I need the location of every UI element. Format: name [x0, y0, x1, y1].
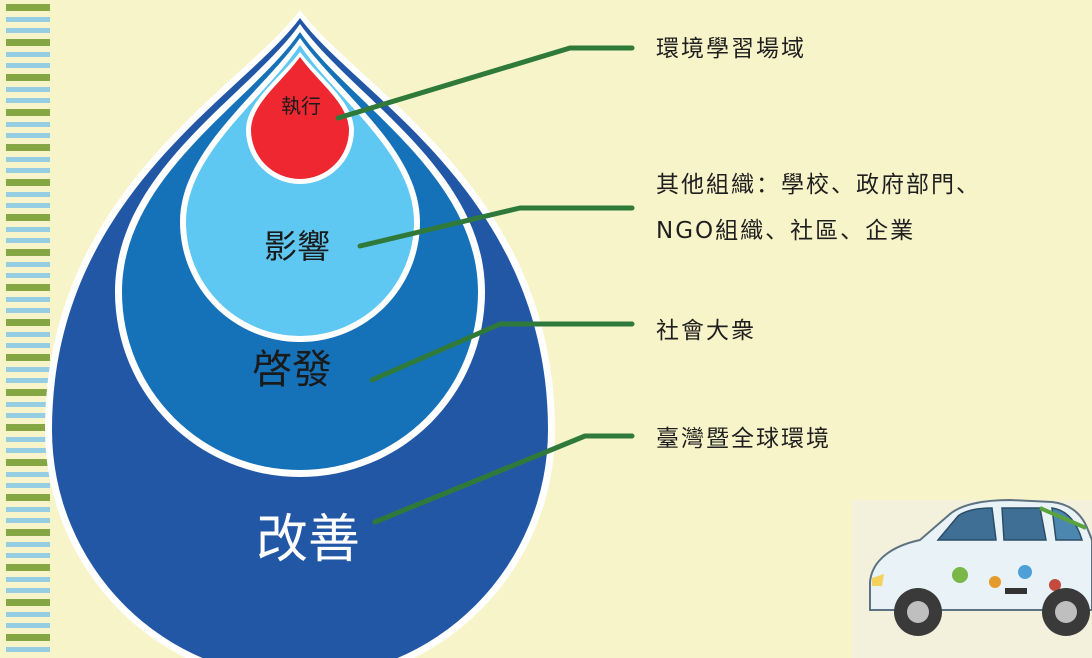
stripe — [6, 507, 50, 512]
car-illustration — [852, 498, 1092, 658]
level-label-improve: 改善 — [256, 510, 360, 570]
drop-execute — [246, 52, 354, 184]
level-label-inspire: 啓發 — [252, 347, 332, 393]
stripe — [6, 98, 50, 103]
stripe — [6, 308, 50, 313]
stripe — [6, 424, 50, 431]
stripe — [6, 402, 50, 407]
stripe — [6, 4, 50, 11]
stripe — [6, 634, 50, 641]
stripe — [6, 249, 50, 256]
drop-execute-shape — [251, 57, 349, 179]
description-execute: 環境學習場域 — [656, 36, 806, 62]
stripe — [6, 332, 50, 337]
stripe — [6, 238, 50, 243]
connector-influence — [357, 205, 635, 249]
stripe — [6, 179, 50, 186]
level-label-influence: 影響 — [264, 227, 330, 266]
stripe — [6, 647, 50, 652]
stripe — [6, 227, 50, 232]
stripe — [6, 577, 50, 582]
stripe — [6, 518, 50, 523]
stripe — [6, 612, 50, 617]
connector-execute — [335, 45, 635, 121]
description-improve: 臺灣暨全球環境 — [656, 426, 831, 452]
stripe — [6, 494, 50, 501]
stripe — [6, 343, 50, 348]
stripe — [6, 367, 50, 372]
stripe — [6, 564, 50, 571]
stripe — [6, 284, 50, 291]
stripe — [6, 63, 50, 68]
stripe — [6, 553, 50, 558]
stripe — [6, 74, 50, 81]
stripe — [6, 483, 50, 488]
stripe — [6, 168, 50, 173]
stripe — [6, 192, 50, 197]
description-influence-line1: 其他組織：學校、政府部門、 — [656, 172, 981, 198]
stripe — [6, 157, 50, 162]
drop-influence-shape — [186, 45, 414, 336]
stripe — [6, 413, 50, 418]
stripe — [6, 389, 50, 396]
connector-improve — [372, 433, 635, 525]
description-inspire: 社會大衆 — [656, 318, 756, 344]
stripe — [6, 354, 50, 361]
stripe — [6, 144, 50, 151]
stripe — [6, 319, 50, 326]
stripe — [6, 599, 50, 606]
drop-influence — [180, 38, 420, 342]
stripe — [6, 28, 50, 33]
stripe — [6, 17, 50, 22]
description-influence-line2: NGO組織、社區、企業 — [656, 218, 915, 244]
stripe — [6, 472, 50, 477]
stripe — [6, 52, 50, 57]
stripe — [6, 297, 50, 302]
stripe — [6, 203, 50, 208]
connector-inspire — [369, 321, 635, 383]
level-label-execute: 執行 — [281, 94, 321, 118]
stripe — [6, 378, 50, 383]
stripe — [6, 588, 50, 593]
stripe — [6, 459, 50, 466]
stripe — [6, 39, 50, 46]
stripe — [6, 623, 50, 628]
stripe — [6, 87, 50, 92]
stripe — [6, 109, 50, 116]
stripe — [6, 133, 50, 138]
stripe — [6, 214, 50, 221]
stripe — [6, 437, 50, 442]
stripe — [6, 542, 50, 547]
stripe — [6, 273, 50, 278]
stripe — [6, 262, 50, 267]
stripe — [6, 529, 50, 536]
decorative-stripes — [6, 4, 50, 652]
stripe — [6, 448, 50, 453]
stripe — [6, 122, 50, 127]
